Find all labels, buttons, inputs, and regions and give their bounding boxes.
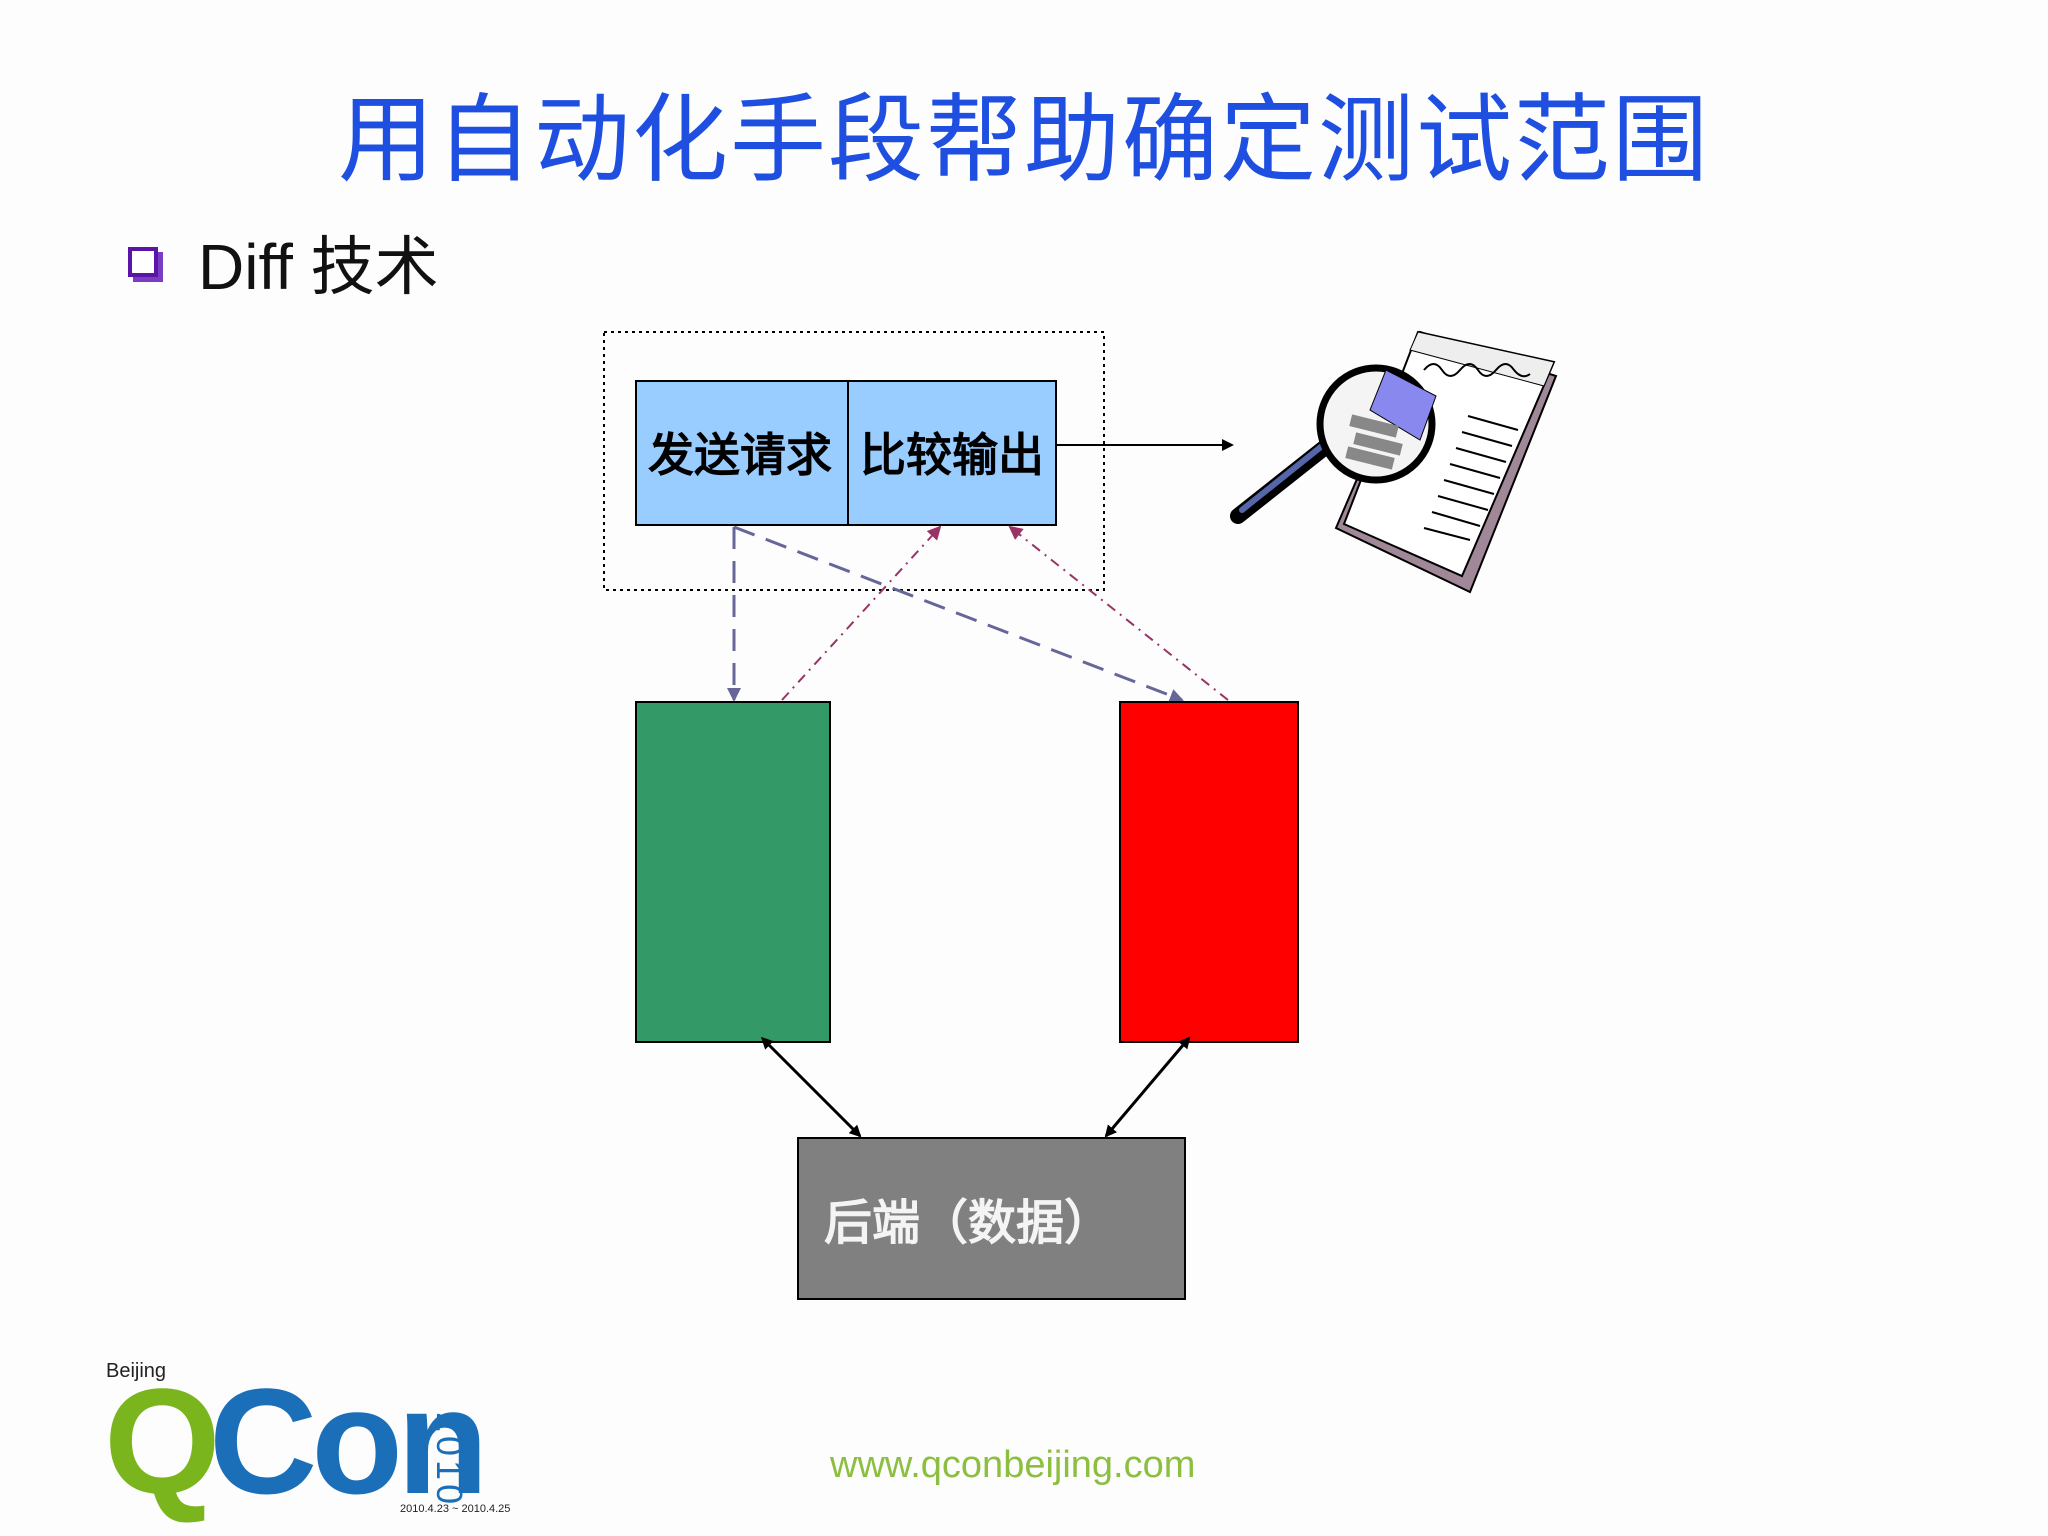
slide-title: 用自动化手段帮助确定测试范围 <box>338 84 1710 196</box>
server-b-block <box>1119 701 1299 1043</box>
send-request-box <box>635 380 849 526</box>
bullet-text: Diff 技术 <box>198 231 439 303</box>
logo-q-letter: Q <box>104 1357 221 1525</box>
server-b-backend-arrow <box>1104 1036 1191 1138</box>
logo-year: 2010 <box>429 1412 470 1509</box>
compare-output-box <box>847 380 1057 526</box>
logo-con-text: Con <box>209 1357 489 1525</box>
bullet-item: Diff 技术 <box>128 222 439 303</box>
server-a-backend-arrow <box>760 1036 862 1138</box>
response-arrow-b <box>1008 525 1229 701</box>
response-arrow-a <box>781 525 942 701</box>
request-arrow-b <box>733 525 1184 703</box>
compare-output-label: 比较输出 <box>860 428 1044 482</box>
bullet-square-icon <box>128 247 158 277</box>
send-request-label: 发送请求 <box>648 428 832 482</box>
footer-url: www.qconbeijing.com <box>830 1444 1196 1486</box>
server-a-block <box>635 701 831 1043</box>
logo-dates: 2010.4.23 ~ 2010.4.25 <box>400 1503 511 1515</box>
backend-box <box>797 1137 1186 1300</box>
backend-label: 后端（数据） <box>824 1195 1113 1251</box>
document-magnifier-icon <box>1230 330 1558 594</box>
logo-city: Beijing <box>106 1360 167 1382</box>
comparison-frame <box>603 331 1105 591</box>
qcon-logo: Beijing Q Con <box>104 1360 524 1520</box>
